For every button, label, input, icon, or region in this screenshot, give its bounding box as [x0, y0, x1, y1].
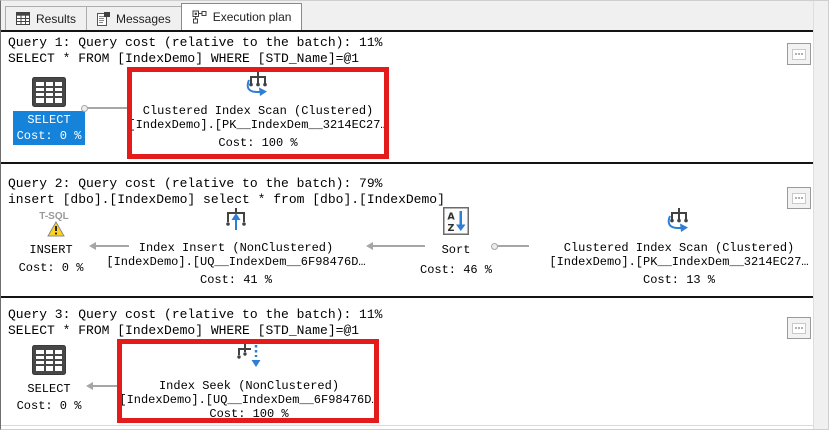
execution-plan-icon: [192, 10, 207, 24]
query3-select-title: SELECT: [27, 382, 71, 396]
clustered-index-scan-icon: [667, 208, 688, 232]
tsql-caption: T-SQL: [39, 211, 69, 222]
query2-connector-arrow-3: [491, 243, 529, 250]
query1-separator: [1, 30, 815, 32]
sort-icon: AZ: [443, 207, 469, 235]
query2-scan-cost: Cost: 13 %: [642, 273, 716, 287]
query3-select-node[interactable]: SELECT Cost: 0 %: [11, 343, 91, 419]
query2-expand-glyph: [792, 192, 806, 204]
results-grid-icon: [16, 12, 30, 25]
query2-scan-object: [IndexDemo].[PK__IndexDem__3214EC27…: [549, 255, 809, 269]
table-icon: [32, 345, 66, 375]
query1-clustered-index-scan-node[interactable]: Clustered Index Scan (Clustered) [IndexD…: [128, 69, 388, 157]
query1-expand-glyph: [792, 48, 806, 60]
svg-text:Z: Z: [448, 223, 455, 234]
query3-select-cost: Cost: 0 %: [16, 399, 82, 413]
query3-statement: SELECT * FROM [IndexDemo] WHERE [STD_Nam…: [8, 323, 360, 338]
query2-index-insert-title: Index Insert (NonClustered): [138, 241, 334, 255]
query2-sort-cost: Cost: 46 %: [419, 263, 493, 277]
results-tab-bar: Results Messages Execution plan: [1, 1, 828, 30]
table-icon: [32, 77, 66, 107]
vertical-scrollbar[interactable]: [813, 1, 828, 429]
query2-sort-title: Sort: [441, 243, 471, 257]
query1-select-node[interactable]: SELECT Cost: 0 %: [11, 73, 91, 147]
clustered-index-scan-icon: [246, 72, 267, 96]
query2-scan-title: Clustered Index Scan (Clustered): [563, 241, 795, 255]
query1-select-label-box: SELECT Cost: 0 %: [13, 111, 85, 145]
query2-separator: [1, 162, 815, 164]
query1-operator-object: [IndexDemo].[PK__IndexDem__3214EC27…: [128, 118, 388, 132]
tab-messages-label: Messages: [116, 11, 171, 26]
warning-triangle-icon: [47, 221, 65, 237]
query3-operator-object: [IndexDemo].[UQ__IndexDem__6F98476D…: [119, 393, 379, 407]
query3-operator-title: Index Seek (NonClustered): [158, 379, 340, 393]
query2-connector-arrow-2: [366, 242, 425, 250]
query1-statement: SELECT * FROM [IndexDemo] WHERE [STD_Nam…: [8, 51, 360, 66]
query2-index-insert-object: [IndexDemo].[UQ__IndexDem__6F98476D…: [106, 255, 366, 269]
index-seek-icon: [237, 344, 261, 367]
query1-select-title: SELECT: [27, 113, 71, 127]
query2-index-insert-cost: Cost: 41 %: [199, 273, 273, 287]
tab-results-label: Results: [36, 11, 77, 26]
query1-header: Query 1: Query cost (relative to the bat…: [8, 35, 383, 50]
query3-index-seek-node[interactable]: Index Seek (NonClustered) [IndexDemo].[U…: [119, 343, 379, 423]
tab-execution-plan[interactable]: Execution plan: [180, 3, 303, 30]
query2-expand-button[interactable]: [787, 187, 811, 209]
query2-insert-cost: Cost: 0 %: [18, 261, 84, 275]
query3-expand-glyph: [792, 322, 806, 334]
query2-connector-arrow-1: [89, 242, 129, 250]
query1-operator-cost: Cost: 100 %: [218, 136, 298, 150]
tab-results[interactable]: Results: [5, 6, 88, 30]
query2-clustered-index-scan-node[interactable]: Clustered Index Scan (Clustered) [IndexD…: [531, 205, 821, 287]
tab-execution-plan-label: Execution plan: [212, 10, 292, 24]
query3-separator: [1, 296, 815, 298]
query2-index-insert-node[interactable]: Index Insert (NonClustered) [IndexDemo].…: [91, 205, 381, 287]
tab-messages[interactable]: Messages: [86, 6, 182, 30]
query2-insert-node[interactable]: T-SQL INSERT Cost: 0 %: [15, 207, 95, 277]
svg-text:A: A: [447, 212, 455, 223]
messages-icon: [97, 11, 111, 26]
query3-header: Query 3: Query cost (relative to the bat…: [8, 307, 383, 322]
query1-connector-arrow: [81, 105, 128, 112]
query2-statement: insert [dbo].[IndexDemo] select * from […: [8, 192, 445, 207]
query3-operator-cost: Cost: 100 %: [209, 407, 289, 421]
index-insert-icon: [226, 208, 246, 230]
query2-header: Query 2: Query cost (relative to the bat…: [8, 176, 383, 191]
query1-operator-title: Clustered Index Scan (Clustered): [142, 104, 374, 118]
query1-select-cost: Cost: 0 %: [16, 129, 82, 143]
query2-insert-title: INSERT: [29, 243, 73, 257]
query1-expand-button[interactable]: [787, 43, 811, 65]
query3-connector-arrow: [86, 382, 118, 390]
query3-expand-button[interactable]: [787, 317, 811, 339]
bottom-divider: [1, 425, 815, 426]
